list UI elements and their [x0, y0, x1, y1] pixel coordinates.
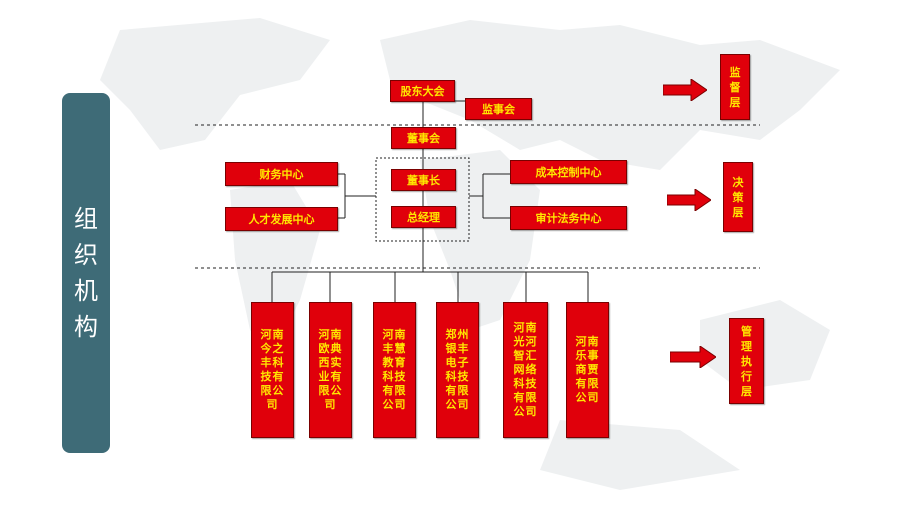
- shareholders-box: 股东大会: [390, 80, 455, 102]
- company-name: 河南今之丰科技有限公司: [260, 328, 285, 411]
- company-name: 郑州银丰电子科技有限公司: [445, 328, 470, 411]
- company-box: 郑州银丰电子科技有限公司: [436, 302, 479, 438]
- side-panel: 组织机构: [62, 93, 110, 453]
- right-arrow-icon: [670, 346, 716, 368]
- company-name: 河南丰慧教育科技有限公司: [382, 328, 407, 411]
- cost-control-box: 成本控制中心: [510, 160, 627, 184]
- company-name: 河南乐事商贾有限公司: [575, 335, 600, 404]
- talent-center-box: 人才发展中心: [225, 207, 338, 231]
- decision-layer-box: 决策层: [723, 162, 753, 232]
- company-name: 河南光河智汇网络科技有限公司: [513, 321, 538, 418]
- company-box: 河南丰慧教育科技有限公司: [373, 302, 416, 438]
- side-title: 组织机构: [74, 205, 98, 341]
- chairman-box: 董事长: [391, 169, 456, 191]
- supervisors-box: 监事会: [465, 98, 532, 120]
- finance-center-box: 财务中心: [225, 162, 338, 186]
- execution-layer-box: 管理执行层: [729, 318, 764, 404]
- company-name: 河南欧典西实业有限公司: [318, 328, 343, 411]
- right-arrow-icon: [667, 189, 711, 211]
- supervision-layer-box: 监督层: [720, 54, 750, 120]
- general-manager-box: 总经理: [391, 206, 456, 228]
- audit-legal-box: 审计法务中心: [510, 206, 627, 230]
- company-box: 河南欧典西实业有限公司: [309, 302, 352, 438]
- company-box: 河南光河智汇网络科技有限公司: [503, 302, 548, 438]
- right-arrow-icon: [663, 79, 707, 101]
- layer-label: 决策层: [732, 175, 744, 219]
- company-box: 河南今之丰科技有限公司: [251, 302, 294, 438]
- layer-label: 监督层: [729, 65, 741, 109]
- board-box: 董事会: [391, 127, 456, 149]
- layer-label: 管理执行层: [741, 324, 752, 398]
- company-box: 河南乐事商贾有限公司: [566, 302, 609, 438]
